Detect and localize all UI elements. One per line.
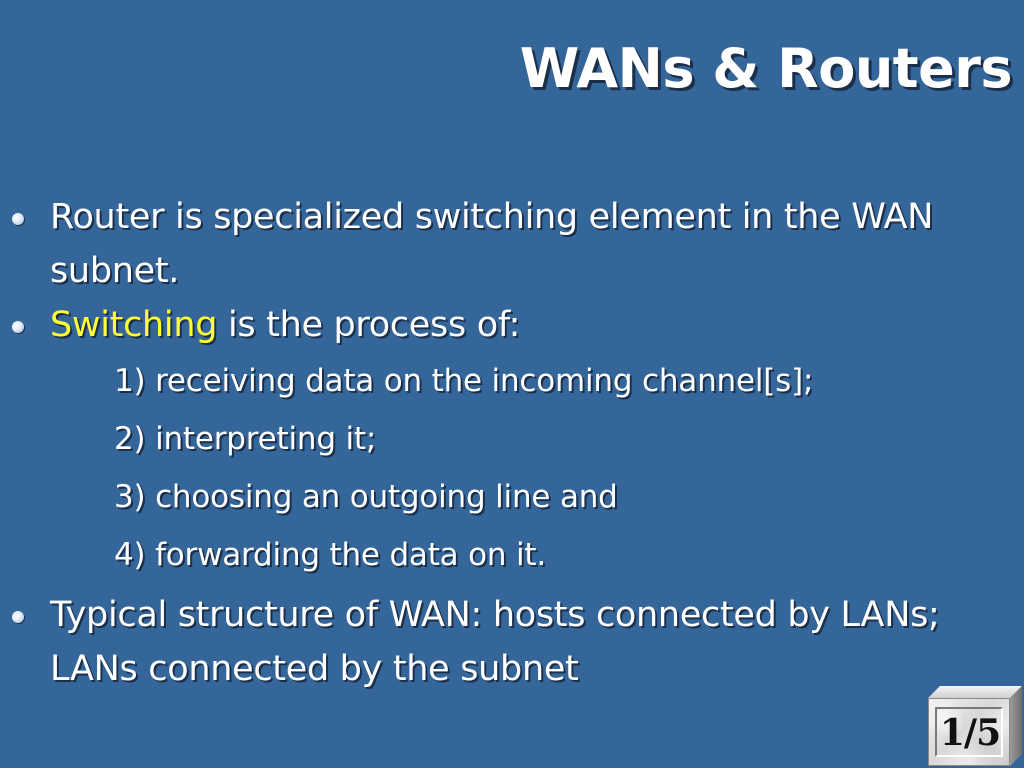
- sub-list-item: 4) forwarding the data on it.: [114, 537, 547, 573]
- sub-list-item: 1) receiving data on the incoming channe…: [114, 363, 814, 399]
- bullet-list: Router is specialized switching element …: [0, 190, 1010, 696]
- sub-list-item: 3) choosing an outgoing line and: [114, 479, 618, 515]
- sub-list-item: 2) interpreting it;: [114, 421, 377, 457]
- bullet-item: Typical structure of WAN: hosts connecte…: [0, 588, 1010, 696]
- bullet-text: Typical structure of WAN: hosts connecte…: [50, 595, 940, 689]
- bullet-dot-icon: [12, 321, 24, 333]
- badge-face: 1/5: [928, 698, 1010, 766]
- badge-side-bevel: [1010, 686, 1022, 766]
- bullet-text: is the process of:: [217, 305, 521, 345]
- sub-list: 1) receiving data on the incoming channe…: [0, 352, 1010, 584]
- page-number-badge: 1/5: [928, 686, 1022, 766]
- bullet-text: Router is specialized switching element …: [50, 197, 934, 291]
- bullet-item: Router is specialized switching element …: [0, 190, 1010, 298]
- bullet-dot-icon: [12, 611, 24, 623]
- bullet-item: Switching is the process of: 1) receivin…: [0, 298, 1010, 584]
- slide-title: WANs & Routers: [519, 37, 1013, 100]
- page-indicator: 1/5: [939, 712, 1001, 754]
- badge-top-bevel: [928, 686, 1022, 698]
- badge-inner-frame: [935, 707, 1003, 757]
- bullet-dot-icon: [12, 213, 24, 225]
- highlighted-term: Switching: [50, 305, 218, 345]
